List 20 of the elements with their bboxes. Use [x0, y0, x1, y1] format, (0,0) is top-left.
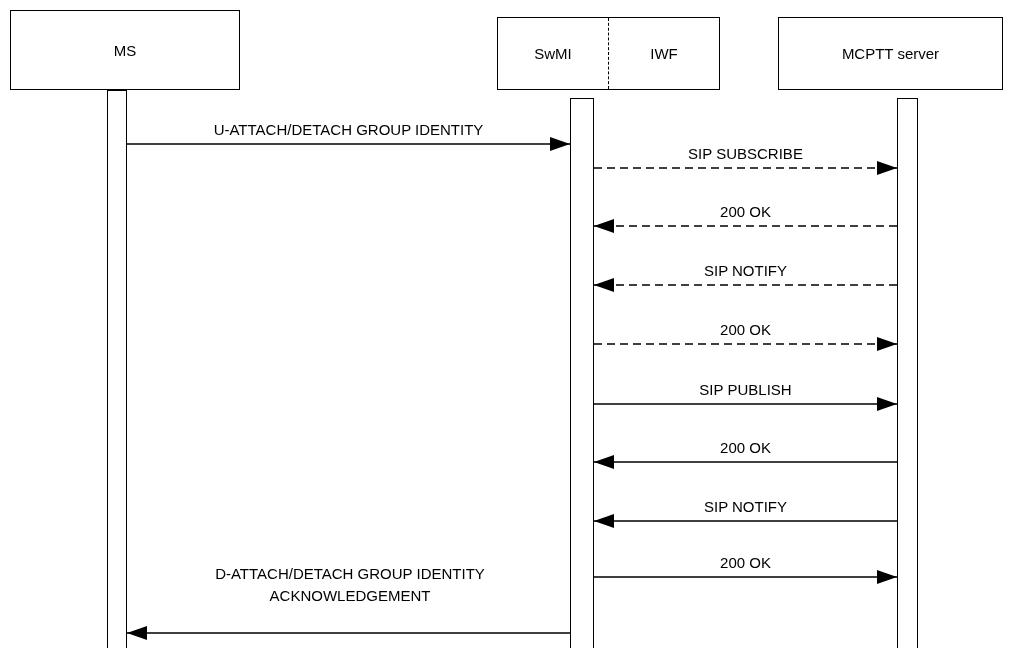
message-arrow	[593, 337, 898, 351]
message-arrow	[593, 161, 898, 175]
message-arrow	[593, 278, 898, 292]
activation-bar	[897, 98, 918, 648]
participant-name: MS	[113, 41, 137, 59]
message-arrow	[593, 455, 898, 469]
message-arrow	[593, 219, 898, 233]
participant-name: MCPTT server	[841, 45, 940, 62]
participant-name: SwMI	[534, 45, 572, 62]
participant-name: IWF	[650, 45, 678, 62]
message-arrow	[593, 397, 898, 411]
activation-bar	[570, 98, 594, 648]
participant-box	[778, 17, 1003, 90]
participant-box	[10, 10, 240, 90]
message-arrow	[126, 137, 571, 151]
message-arrow	[593, 570, 898, 584]
participant-box	[497, 17, 720, 90]
message-arrow	[126, 626, 571, 640]
message-arrow	[593, 514, 898, 528]
activation-bar	[107, 90, 127, 648]
